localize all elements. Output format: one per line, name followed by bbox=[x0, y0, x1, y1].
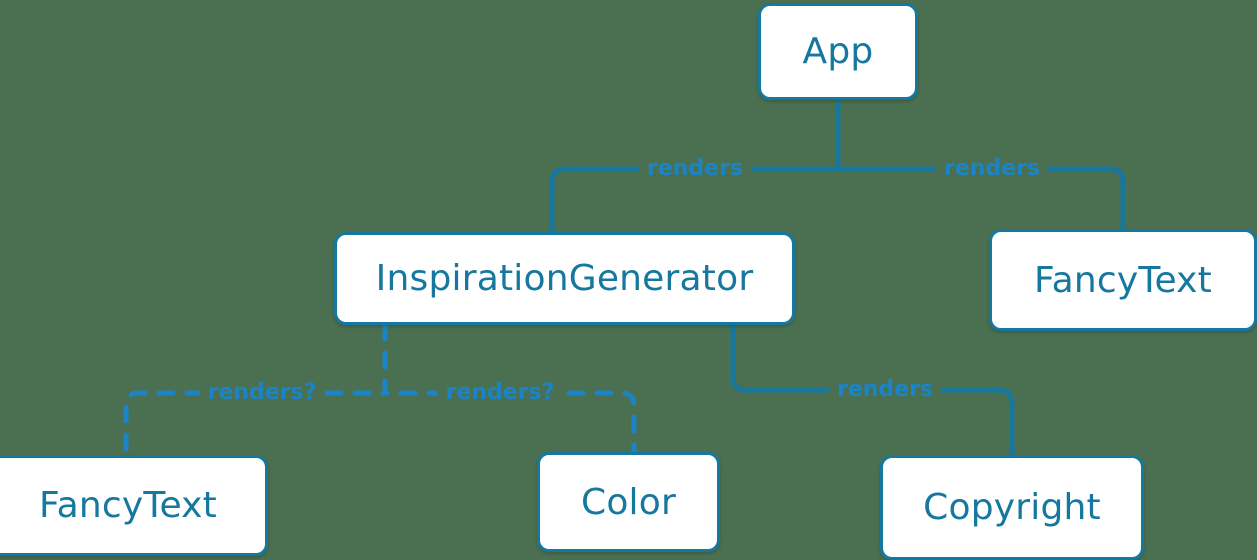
node-inspirationgenerator[interactable]: InspirationGenerator bbox=[334, 232, 795, 325]
node-fancytext-right-label: FancyText bbox=[1034, 259, 1212, 301]
edge-app-fancytext-right bbox=[835, 97, 1126, 232]
edge-label-app-inspirationgenerator: renders bbox=[638, 158, 752, 180]
edge-inspirationgenerator-color bbox=[382, 322, 637, 455]
node-app[interactable]: App bbox=[758, 3, 918, 100]
edge-inspirationgenerator-fancytext-left bbox=[123, 322, 388, 458]
node-inspirationgenerator-label: InspirationGenerator bbox=[375, 258, 754, 299]
node-fancytext-left[interactable]: FancyText bbox=[0, 455, 268, 556]
edge-label-app-fancytext-right: renders bbox=[935, 158, 1049, 180]
node-fancytext-right[interactable]: FancyText bbox=[989, 229, 1257, 331]
node-fancytext-left-label: FancyText bbox=[39, 485, 217, 526]
node-color[interactable]: Color bbox=[537, 452, 720, 552]
node-app-label: App bbox=[802, 31, 874, 72]
edge-label-inspirationgenerator-copyright: renders bbox=[828, 379, 942, 401]
edge-label-inspirationgenerator-fancytext-left: renders? bbox=[199, 382, 325, 404]
node-color-label: Color bbox=[581, 481, 676, 523]
edge-app-inspirationgenerator bbox=[549, 97, 841, 235]
node-copyright-label: Copyright bbox=[923, 487, 1101, 528]
edge-label-inspirationgenerator-color: renders? bbox=[437, 382, 563, 404]
node-copyright[interactable]: Copyright bbox=[880, 455, 1144, 560]
